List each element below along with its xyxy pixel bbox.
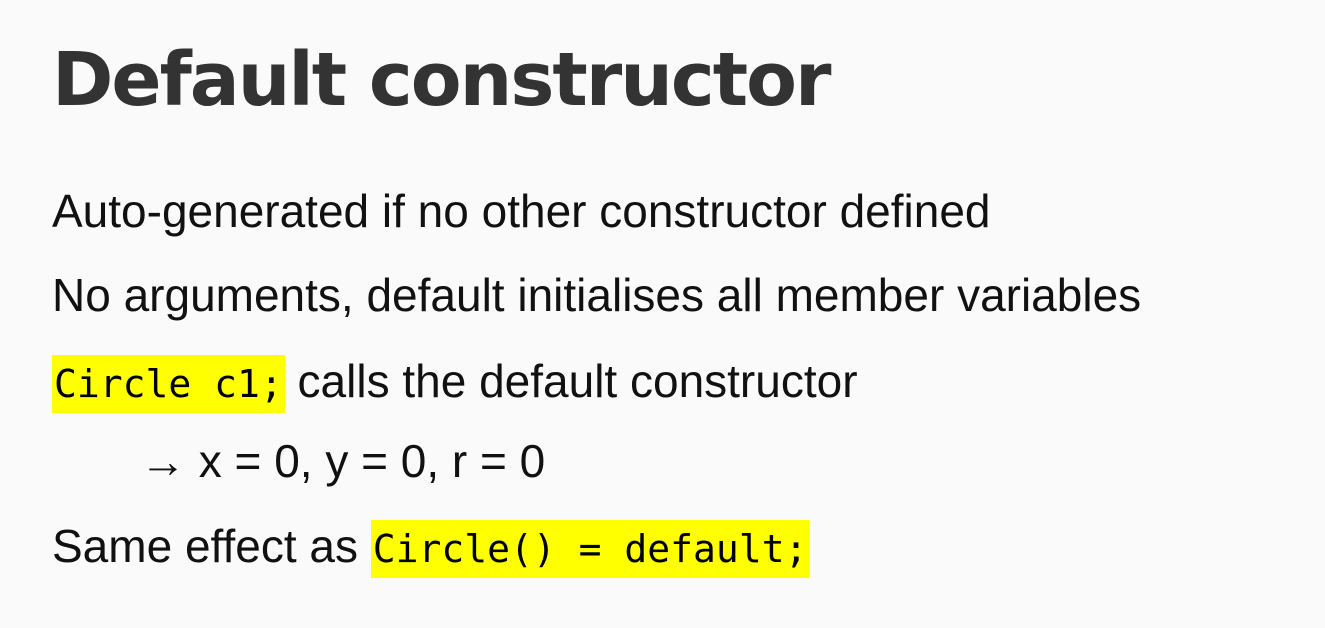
bullet-no-arguments: No arguments, default initialises all me…	[52, 269, 1142, 321]
bullet-auto-generated: Auto-generated if no other constructor d…	[52, 185, 991, 237]
right-arrow-icon: →	[140, 435, 186, 487]
initial-values-text: x = 0, y = 0, r = 0	[186, 435, 546, 487]
code-circle-default: Circle() = default;	[370, 520, 810, 578]
bullet-same-effect: Same effect as Circle() = default;	[52, 516, 810, 578]
same-effect-text: Same effect as	[52, 520, 371, 572]
bullet-initial-values: → x = 0, y = 0, r = 0	[140, 431, 545, 491]
code-circle-c1: Circle c1;	[52, 355, 285, 413]
slide-title: Default constructor	[52, 37, 831, 123]
bullet-circle-c1: Circle c1; calls the default constructor	[52, 351, 858, 413]
bullet-circle-c1-text: calls the default constructor	[284, 355, 858, 407]
